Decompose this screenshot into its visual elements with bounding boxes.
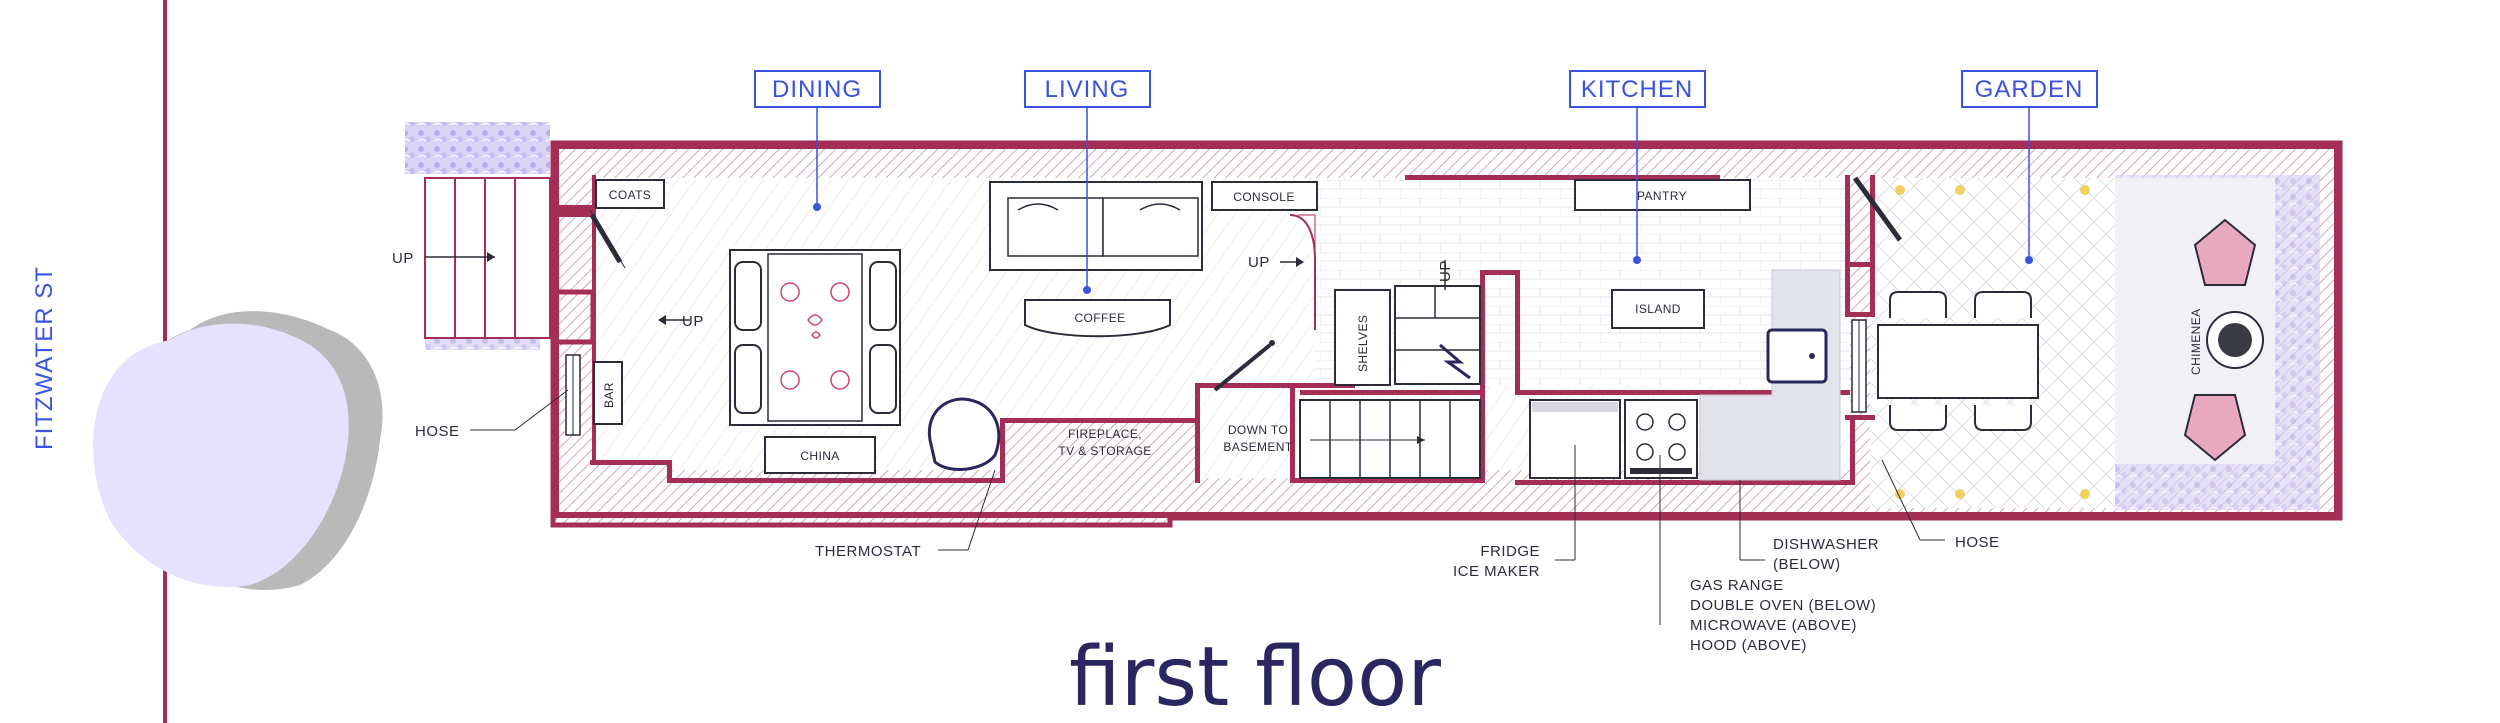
kitchen-island: [1611, 289, 1705, 329]
callout-hose-back: [1881, 459, 1945, 541]
coats-label: COATS: [609, 188, 651, 202]
kitchen-sink-icon: [1766, 328, 1828, 384]
fridge-label-line2: ICE MAKER: [1453, 563, 1540, 580]
fireplace-label-line2: TV & STORAGE: [1058, 444, 1151, 458]
range-label-line3: MICROWAVE (ABOVE): [1690, 617, 1857, 634]
street-name: FITZWATER ST: [31, 266, 58, 450]
floor-title: first floor: [1069, 630, 1441, 723]
range-label-line4: HOOD (ABOVE): [1690, 637, 1807, 654]
living-up-stair[interactable]: [1280, 214, 1316, 330]
sofa: [989, 181, 1203, 271]
pantry-cabinet: [1574, 179, 1751, 211]
kitchen-title: KITCHEN: [1581, 76, 1693, 103]
hose-back-label: HOSE: [1955, 534, 2000, 551]
china-cabinet: [764, 436, 876, 474]
coffee-table: [1024, 299, 1171, 338]
gas-range-icon: [1624, 399, 1698, 479]
china-label: CHINA: [800, 449, 839, 463]
coats-closet: [595, 179, 665, 209]
dining-title: DINING: [772, 76, 862, 103]
island-label: ISLAND: [1635, 302, 1681, 316]
garden-table: [1877, 291, 2039, 431]
garden-chair-icon: [2193, 218, 2257, 286]
front-door[interactable]: [565, 354, 581, 436]
callout-dishwasher: [1739, 480, 1765, 561]
range-label-line2: DOUBLE OVEN (BELOW): [1690, 597, 1876, 614]
down-basement-line2: BASEMENT: [1223, 440, 1292, 454]
room-label-living: LIVING: [1024, 70, 1151, 294]
hose-front-label: HOSE: [415, 423, 460, 440]
basement-door[interactable]: [1213, 340, 1275, 392]
armchair-icon: [927, 397, 1001, 471]
callout-thermostat: [938, 469, 996, 551]
shelves-label: SHELVES: [1356, 315, 1370, 372]
console-label: CONSOLE: [1233, 190, 1294, 204]
tree-icon: [93, 311, 383, 590]
back-door[interactable]: [1851, 319, 1867, 413]
basement-stair[interactable]: [1299, 399, 1481, 479]
pantry-label: PANTRY: [1637, 189, 1687, 203]
room-label-dining: DINING: [754, 70, 881, 211]
garden-title: GARDEN: [1975, 76, 2084, 103]
shelves-unit: SHELVES: [1334, 289, 1391, 386]
dishwasher-label-line1: DISHWASHER: [1773, 536, 1879, 553]
bar-label: BAR: [602, 382, 616, 408]
callout-hose-front: [470, 389, 569, 431]
chimenea-icon: [2206, 311, 2264, 369]
callout-fridge: [1555, 445, 1576, 561]
dishwasher-label-line2: (BELOW): [1773, 556, 1841, 573]
entry-pier: [550, 289, 596, 345]
thermostat-label: THERMOSTAT: [815, 543, 921, 560]
console-table: [1211, 181, 1318, 211]
chimenea-label: CHIMENEA: [2189, 308, 2203, 375]
coffee-label: COFFEE: [1074, 311, 1125, 325]
room-label-garden: GARDEN: [1961, 70, 2098, 264]
entry-door-swing[interactable]: [589, 209, 626, 269]
fireplace-label-line1: FIREPLACE,: [1068, 427, 1142, 441]
garden-door-swing[interactable]: [1852, 176, 1903, 242]
range-label-line1: GAS RANGE: [1690, 577, 1784, 594]
entry-pier: [553, 205, 593, 217]
up-label-living: UP: [1248, 254, 1270, 271]
front-planter: [405, 122, 550, 174]
living-title: LIVING: [1045, 76, 1130, 103]
kitchen-counter: [1699, 269, 1841, 481]
up-label-entry-stair: UP: [392, 250, 414, 267]
bar-cabinet: [593, 361, 623, 425]
front-steps[interactable]: [424, 177, 551, 339]
down-basement-line1: DOWN TO: [1228, 423, 1288, 437]
up-label-stair: UP: [1437, 260, 1454, 282]
dining-table: [729, 249, 901, 426]
up-label-entry-hall: UP: [682, 313, 704, 330]
fridge-label-line1: FRIDGE: [1480, 543, 1540, 560]
room-label-kitchen: KITCHEN: [1569, 70, 1706, 264]
main-stair[interactable]: [1394, 260, 1481, 385]
garden-chair-icon: [2183, 394, 2247, 462]
